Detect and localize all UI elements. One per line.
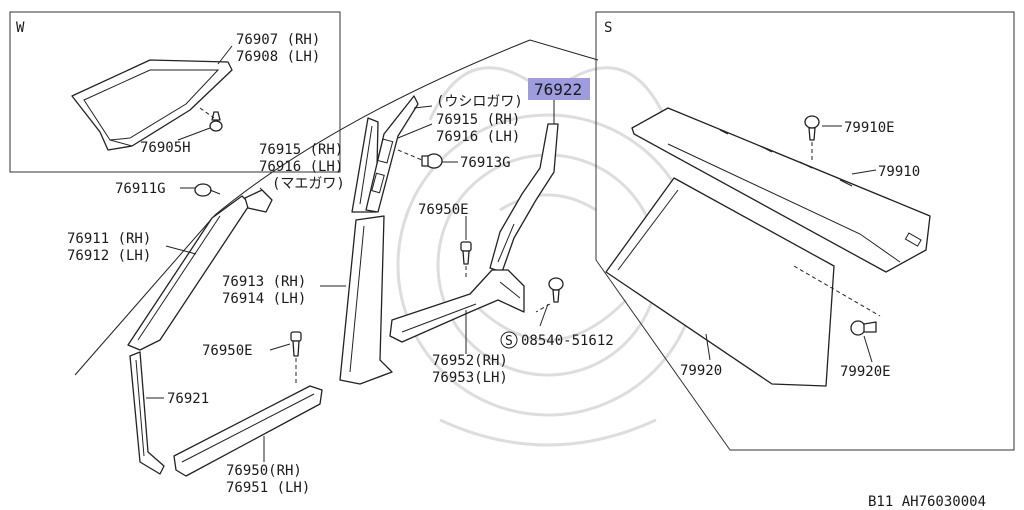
rear-pillar-trim-76922 bbox=[489, 123, 559, 273]
label-76915-rear: 76915 (RH) bbox=[436, 112, 520, 128]
leader-76905h bbox=[177, 127, 211, 141]
label-79910e: 79910E bbox=[844, 120, 895, 136]
label-screw-s: S bbox=[505, 334, 513, 349]
b-pillar-lower-garnish bbox=[339, 215, 393, 385]
label-76950e-lower: 76950E bbox=[202, 343, 253, 359]
label-76907: 76907 (RH) bbox=[236, 32, 320, 48]
inset-w-title: W bbox=[16, 20, 25, 36]
label-76913g: 76913G bbox=[460, 155, 511, 171]
clip-79920e bbox=[850, 320, 877, 336]
clip-79910e bbox=[804, 115, 820, 141]
leader-ushirogawa bbox=[413, 105, 433, 109]
rear-trim-strip-76921 bbox=[129, 351, 165, 475]
highlight-76922 bbox=[528, 78, 590, 100]
label-08540: 08540-51612 bbox=[521, 333, 614, 349]
dash-76913g bbox=[397, 149, 423, 161]
inset-box-s bbox=[595, 11, 1015, 451]
label-76950: 76950(RH) bbox=[226, 463, 302, 479]
body-outline bbox=[74, 39, 599, 376]
label-76950e-upper: 76950E bbox=[418, 202, 469, 218]
label-76916-front: 76916 (LH) bbox=[259, 159, 343, 175]
label-76921: 76921 bbox=[167, 391, 209, 407]
label-76914: 76914 (LH) bbox=[222, 291, 306, 307]
a-pillar-garnish bbox=[127, 195, 251, 351]
leader-76907 bbox=[217, 45, 233, 65]
label-76953: 76953(LH) bbox=[432, 370, 508, 386]
clip-76913g bbox=[421, 153, 443, 169]
label-ushirogawa: (ウシロガワ) bbox=[436, 94, 523, 110]
screw-08540 bbox=[548, 277, 564, 303]
footer-code: B11 AH76030004 bbox=[868, 494, 986, 510]
label-76912: 76912 (LH) bbox=[67, 248, 151, 264]
leader-76915-rear bbox=[397, 123, 433, 139]
label-76913: 76913 (RH) bbox=[222, 274, 306, 290]
screw-s-symbol bbox=[500, 331, 518, 349]
kicking-plate-rear bbox=[389, 269, 525, 343]
label-76951: 76951 (LH) bbox=[226, 480, 310, 496]
label-76916-rear: 76916 (LH) bbox=[436, 129, 520, 145]
inset-box-w bbox=[9, 11, 341, 173]
label-76911g: 76911G bbox=[115, 181, 166, 197]
rear-parcel-shelf-79910 bbox=[631, 107, 931, 273]
leader-76950e-lower bbox=[269, 343, 291, 351]
leader-76911 bbox=[165, 245, 197, 255]
clip-76905h bbox=[209, 111, 223, 132]
leader-79920 bbox=[705, 333, 711, 361]
rear-shelf-board-79920 bbox=[605, 177, 835, 387]
label-76911: 76911 (RH) bbox=[67, 231, 151, 247]
pillar-cap-front bbox=[244, 189, 273, 213]
leader-08540 bbox=[539, 303, 549, 327]
dash-79920e bbox=[793, 265, 881, 317]
b-pillar-upper-garnish-rear bbox=[365, 95, 419, 213]
leader-79920e bbox=[863, 335, 873, 363]
leader-76915-front bbox=[259, 187, 269, 197]
label-79920e: 79920E bbox=[840, 364, 891, 380]
leader-79910 bbox=[851, 169, 877, 175]
quarter-window-trim bbox=[71, 59, 233, 151]
label-76922: 76922 bbox=[534, 80, 582, 99]
clip-76950e-upper bbox=[460, 241, 472, 265]
label-79920: 79920 bbox=[680, 363, 722, 379]
label-76915-front: 76915 (RH) bbox=[259, 142, 343, 158]
label-76908: 76908 (LH) bbox=[236, 49, 320, 65]
label-maegawa: (マエガワ) bbox=[272, 176, 345, 192]
kicking-plate-front bbox=[173, 385, 323, 477]
dash-76905h bbox=[199, 107, 215, 119]
label-79910: 79910 bbox=[878, 164, 920, 180]
inset-s-title: S bbox=[604, 20, 612, 36]
clip-76950e-lower bbox=[290, 331, 302, 357]
clip-76911g bbox=[194, 183, 221, 197]
label-76952: 76952(RH) bbox=[432, 353, 508, 369]
label-76905h: 76905H bbox=[140, 140, 191, 156]
